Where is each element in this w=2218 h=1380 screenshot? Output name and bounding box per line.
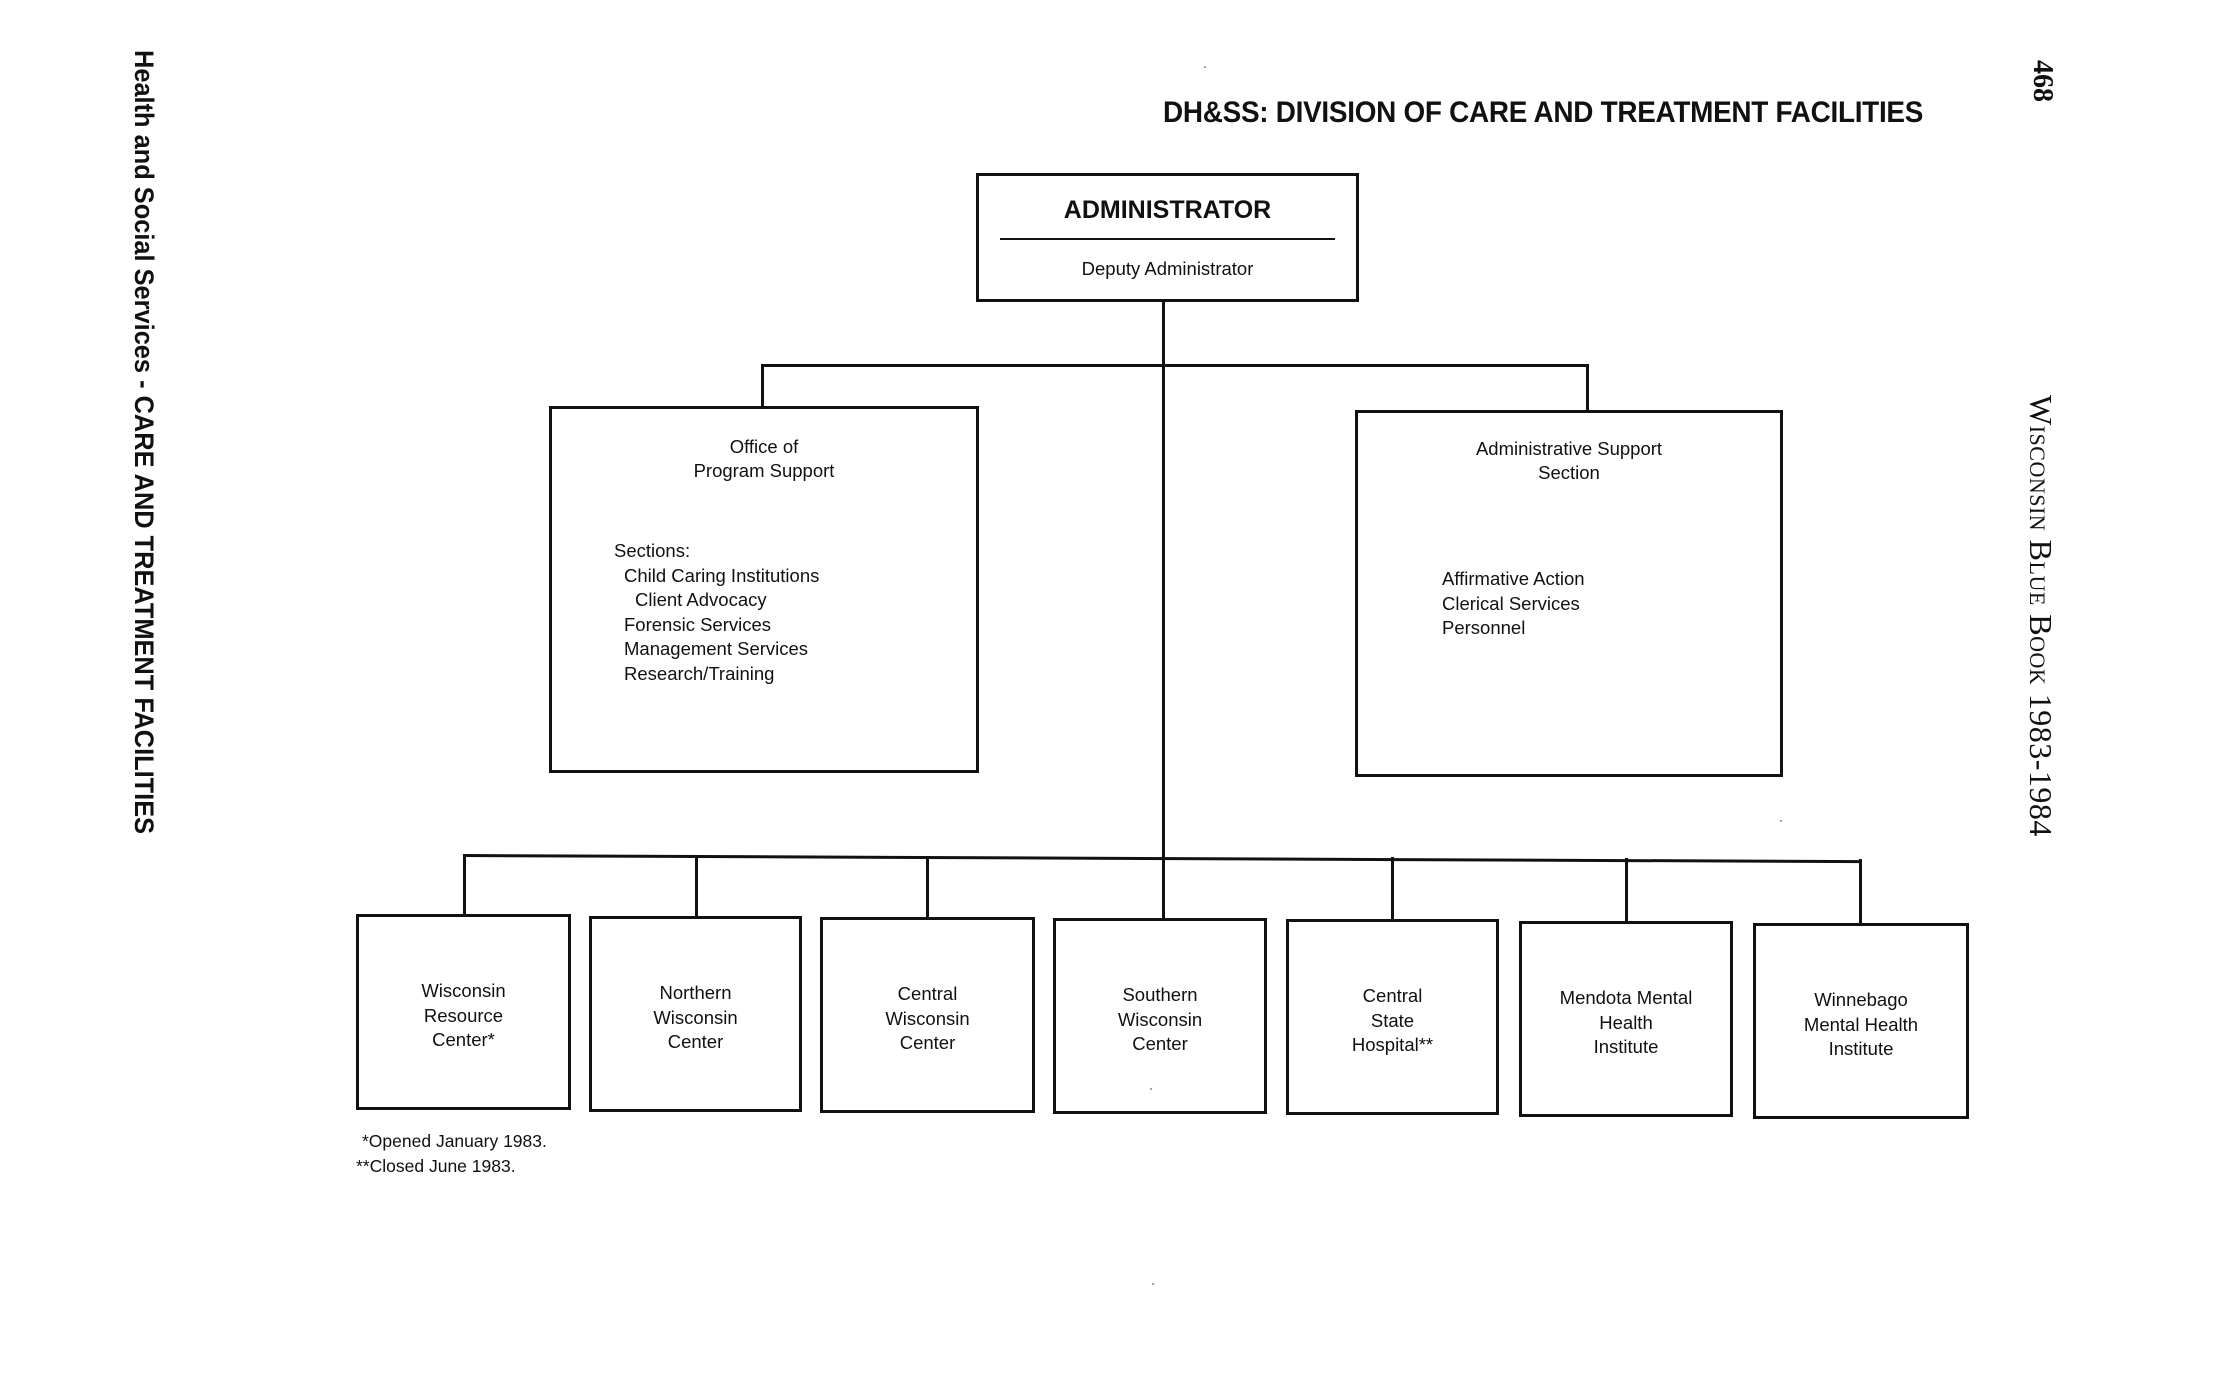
footnote-opened: *Opened January 1983. — [362, 1131, 547, 1151]
office-title-line: Office of — [729, 436, 799, 457]
facility-box-northern-wisconsin-center: Northern Wisconsin Center — [589, 916, 802, 1112]
facility-label-line: Resource — [423, 1004, 504, 1026]
administrator-box: ADMINISTRATOR Deputy Administrator — [976, 173, 1359, 302]
facility-label: Wisconsin Resource Center* — [359, 979, 568, 1053]
facility-label-line: Central — [1362, 985, 1423, 1006]
facility-label-line: Mendota Mental — [1559, 987, 1693, 1008]
facility-box-wisconsin-resource-center: Wisconsin Resource Center* — [356, 914, 571, 1110]
facility-label: Northern Wisconsin Center — [592, 981, 799, 1055]
right-running-head: Wisconsin Blue Book 1983-1984 — [2023, 395, 2059, 837]
scan-speck — [1152, 1283, 1154, 1285]
office-of-program-support-box: Office of Program Support Sections: Chil… — [549, 406, 979, 773]
facility-label-line: Center — [899, 1032, 956, 1053]
connector-facility-3 — [926, 856, 929, 918]
admin-support-list: Affirmative Action Clerical Services Per… — [1442, 567, 1585, 641]
connector-facility-6 — [1625, 858, 1628, 922]
administrator-divider — [1000, 238, 1335, 240]
facility-label: Winnebago Mental Health Institute — [1756, 988, 1966, 1062]
facility-label-line: Mental Health — [1803, 1013, 1919, 1035]
section-item: Research/Training — [624, 662, 775, 684]
facility-label: Mendota Mental Health Institute — [1522, 986, 1730, 1060]
scan-speck — [1780, 820, 1782, 822]
facility-label: Central Wisconsin Center — [823, 982, 1032, 1056]
connector-facility-4 — [1162, 856, 1165, 919]
section-item: Management Services — [624, 638, 809, 659]
scan-speck — [1150, 1088, 1152, 1090]
facility-box-central-wisconsin-center: Central Wisconsin Center — [820, 917, 1035, 1113]
left-running-head: Health and Social Services - CARE AND TR… — [128, 50, 168, 960]
section-item: Forensic Services — [624, 613, 772, 635]
facility-label-line: Center* — [432, 1029, 495, 1050]
page-title: DH&SS: DIVISION OF CARE AND TREATMENT FA… — [1163, 96, 1924, 129]
facility-label-line: Hospital** — [1351, 1034, 1434, 1055]
deputy-administrator: Deputy Administrator — [1081, 258, 1254, 279]
admin-support-item: Clerical Services — [1442, 592, 1580, 614]
admin-support-title-line: Administrative Support — [1475, 438, 1663, 459]
scan-speck — [1204, 66, 1206, 68]
administrator-title: ADMINISTRATOR — [1063, 196, 1272, 224]
connector-facility-7 — [1859, 859, 1862, 924]
sections-label: Sections: — [614, 540, 691, 561]
facility-box-winnebago-mental-health-institute: Winnebago Mental Health Institute — [1753, 923, 1969, 1119]
facility-label-line: Wisconsin — [653, 1006, 738, 1028]
connector-facility-2 — [695, 855, 698, 917]
facility-label-line: Southern — [1122, 984, 1198, 1005]
facility-label-line: Wisconsin — [1117, 1008, 1203, 1030]
facility-label-line: Center — [667, 1031, 724, 1052]
facility-label-line: Center — [1132, 1033, 1188, 1054]
facility-label: Southern Wisconsin Center — [1056, 983, 1264, 1057]
admin-support-item: Personnel — [1442, 617, 1526, 638]
admin-support-title-line: Section — [1538, 462, 1600, 483]
office-sections-list: Sections: Child Caring Institutions Clie… — [614, 539, 819, 686]
facility-label-line: Central — [897, 983, 958, 1004]
page-number: 468 — [2027, 60, 2058, 102]
facility-label-line: Wisconsin — [421, 980, 506, 1001]
connector-office-right — [1586, 364, 1589, 411]
footnote-closed: **Closed June 1983. — [356, 1156, 516, 1176]
connector-facility-1 — [463, 854, 466, 916]
facility-box-central-state-hospital: Central State Hospital** — [1286, 919, 1499, 1115]
connector-office-bar — [761, 364, 1589, 367]
connector-facility-5 — [1391, 857, 1394, 920]
office-title: Office of Program Support — [552, 435, 976, 483]
facility-label-line: Institute — [1828, 1038, 1894, 1059]
facility-label-line: Winnebago — [1814, 989, 1908, 1010]
admin-support-item: Affirmative Action — [1442, 568, 1585, 589]
facility-label-line: Wisconsin — [885, 1007, 970, 1029]
office-title-line: Program Support — [693, 460, 835, 481]
section-item: Client Advocacy — [635, 589, 767, 610]
facility-box-southern-wisconsin-center: Southern Wisconsin Center — [1053, 918, 1267, 1114]
facility-box-mendota-mental-health-institute: Mendota Mental Health Institute — [1519, 921, 1733, 1117]
connector-admin-trunk — [1162, 301, 1165, 856]
section-item: Child Caring Institutions — [624, 564, 820, 586]
facility-label-line: Northern — [659, 982, 732, 1003]
facility-label-line: State — [1370, 1009, 1415, 1031]
facility-label-line: Health — [1599, 1011, 1653, 1033]
left-running-head-text: Health and Social Services - CARE AND TR… — [129, 50, 159, 835]
facility-label-line: Institute — [1593, 1036, 1659, 1057]
administrative-support-section-box: Administrative Support Section Affirmati… — [1355, 410, 1783, 777]
admin-support-title: Administrative Support Section — [1358, 437, 1780, 485]
facility-label: Central State Hospital** — [1289, 984, 1496, 1058]
connector-office-left — [761, 364, 764, 407]
